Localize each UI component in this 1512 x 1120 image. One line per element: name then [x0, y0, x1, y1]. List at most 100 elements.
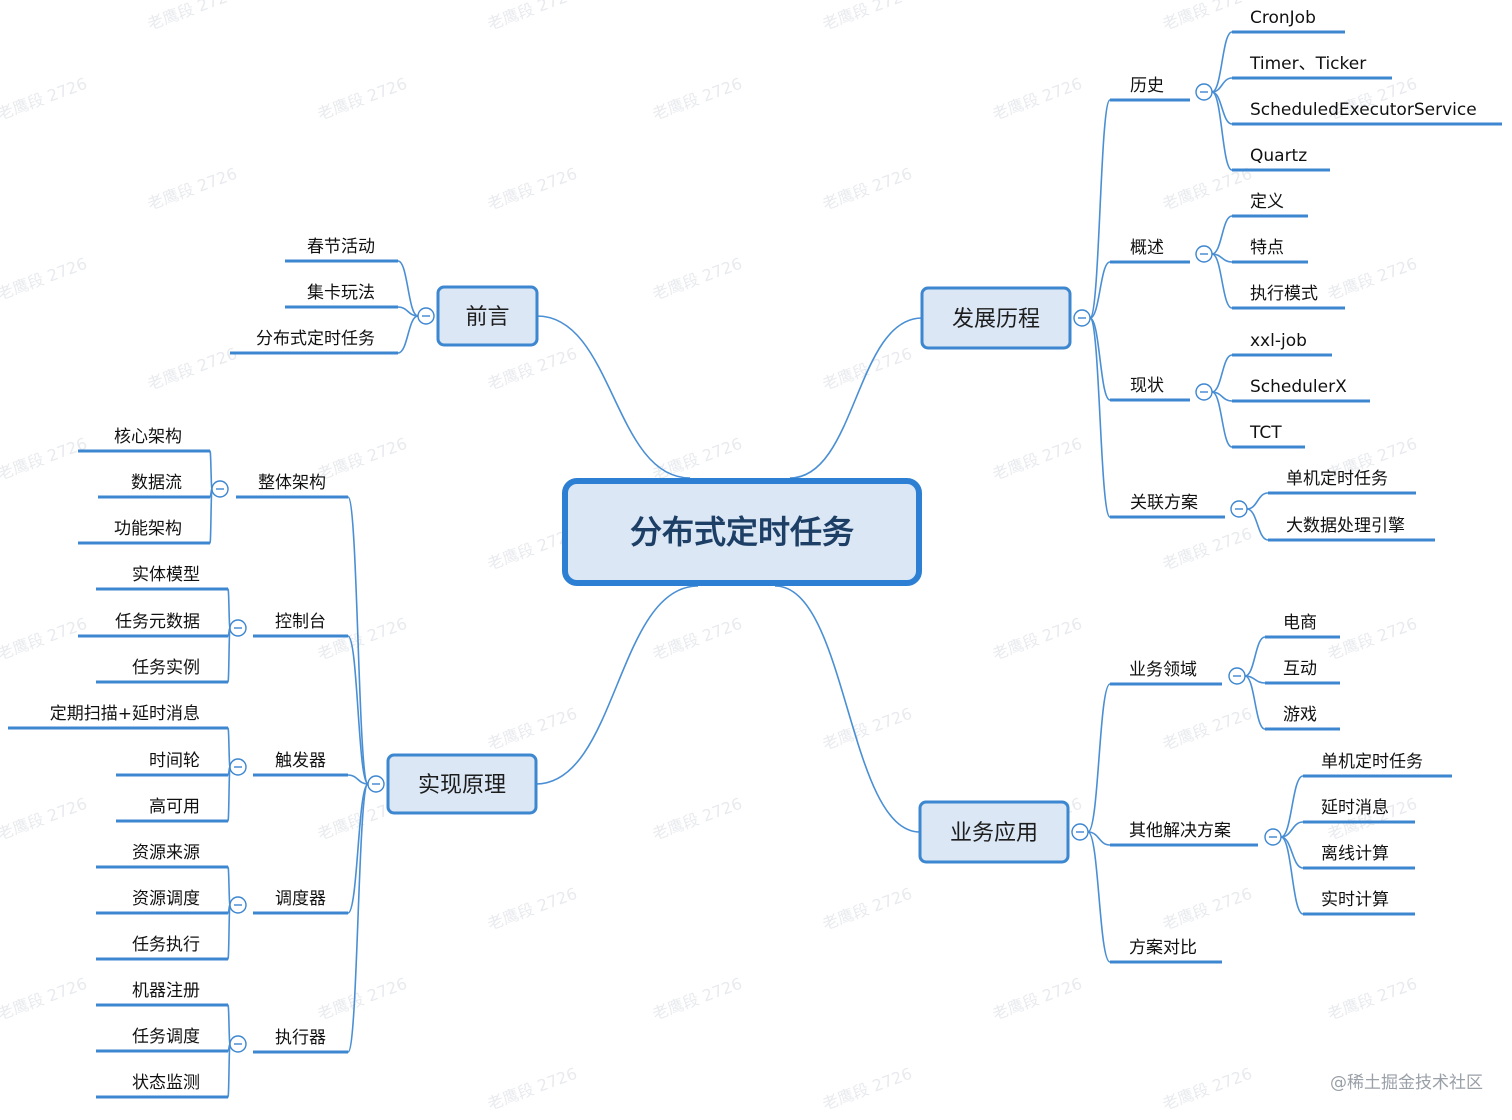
- leaf-node[interactable]: 特点: [1250, 238, 1284, 258]
- leaf-node[interactable]: 高可用: [149, 797, 200, 817]
- subtopic-node[interactable]: 方案对比: [1129, 938, 1197, 958]
- watermark-text: 老鹰段 2726: [650, 614, 745, 664]
- watermark-text: 老鹰段 2726: [315, 614, 410, 664]
- topic-box-business[interactable]: [918, 800, 1070, 864]
- leaf-node[interactable]: CronJob: [1250, 8, 1316, 28]
- leaf-node[interactable]: Timer、Ticker: [1249, 54, 1366, 74]
- edge-business-mid: [1087, 683, 1111, 833]
- leaf-node[interactable]: 分布式定时任务: [256, 329, 375, 349]
- leaf-node[interactable]: 单机定时任务: [1286, 469, 1388, 489]
- leaf-node[interactable]: 游戏: [1283, 705, 1317, 725]
- watermark-text: 老鹰段 2726: [820, 164, 915, 214]
- leaf-node[interactable]: 春节活动: [307, 237, 375, 257]
- edge-leaf: [1280, 836, 1304, 869]
- edge-leaf: [1211, 31, 1233, 93]
- leaf-node[interactable]: 状态监测: [132, 1073, 200, 1093]
- leaf-node[interactable]: 电商: [1283, 613, 1317, 633]
- leaf-node[interactable]: 资源调度: [132, 889, 200, 909]
- subtopic-node[interactable]: 执行器: [275, 1028, 326, 1048]
- edge-leaf: [209, 450, 213, 490]
- edge-leaf: [1211, 354, 1233, 393]
- trunk-preface: [536, 315, 691, 479]
- leaf-node[interactable]: 时间轮: [149, 751, 200, 771]
- leaf-node[interactable]: 核心架构: [114, 427, 182, 447]
- edge-leaf: [1211, 91, 1233, 125]
- subtopic-node[interactable]: 其他解决方案: [1129, 821, 1231, 841]
- edge-leaf: [227, 1004, 231, 1045]
- leaf-node[interactable]: 资源来源: [132, 843, 200, 863]
- edge-principle-mid: [347, 774, 369, 785]
- subtopic-node[interactable]: 业务领域: [1129, 660, 1197, 680]
- watermark-text: 老鹰段 2726: [990, 434, 1085, 484]
- subtopic-node[interactable]: 关联方案: [1130, 493, 1198, 513]
- leaf-node[interactable]: 定期扫描+延时消息: [50, 704, 200, 724]
- topic-label-history: 发展历程: [952, 307, 1040, 332]
- trunk-history: [789, 317, 923, 479]
- subtopic-node[interactable]: 历史: [1130, 76, 1164, 96]
- watermark-text: 老鹰段 2726: [485, 164, 580, 214]
- edge-leaf: [1246, 492, 1269, 510]
- watermark-text: 老鹰段 2726: [0, 434, 90, 484]
- leaf-node[interactable]: 定义: [1250, 192, 1284, 212]
- edge-leaf: [227, 866, 231, 906]
- leaf-node[interactable]: 集卡玩法: [307, 283, 375, 303]
- watermark-text: 老鹰段 2726: [0, 74, 90, 124]
- subtopic-node[interactable]: 现状: [1130, 376, 1164, 396]
- edge-business-mid: [1087, 831, 1111, 963]
- watermark-text: 老鹰段 2726: [650, 254, 745, 304]
- subtopic-node[interactable]: 整体架构: [258, 473, 326, 493]
- watermark-text: 老鹰段 2726: [1325, 614, 1420, 664]
- edge-leaf: [1280, 821, 1304, 838]
- leaf-node[interactable]: 互动: [1283, 659, 1317, 679]
- watermark-text: 老鹰段 2726: [990, 614, 1085, 664]
- watermark-text: 老鹰段 2726: [315, 434, 410, 484]
- leaf-node[interactable]: 实体模型: [132, 565, 200, 585]
- leaf-node[interactable]: 大数据处理引擎: [1286, 516, 1405, 536]
- leaf-node[interactable]: SchedulerX: [1250, 377, 1347, 397]
- edge-leaf: [1246, 508, 1269, 541]
- watermark-text: 老鹰段 2726: [820, 884, 915, 934]
- subtopic-node[interactable]: 概述: [1130, 238, 1164, 258]
- topic-label-business: 业务应用: [950, 821, 1038, 846]
- subtopic-node[interactable]: 控制台: [275, 612, 326, 632]
- leaf-node[interactable]: 单机定时任务: [1321, 752, 1423, 772]
- edge-preface-0: [397, 260, 419, 317]
- topic-label-preface: 前言: [465, 305, 509, 330]
- topic-box-history[interactable]: [920, 286, 1072, 350]
- watermark-text: 老鹰段 2726: [0, 614, 90, 664]
- watermark-text: 老鹰段 2726: [1160, 0, 1255, 34]
- leaf-node[interactable]: TCT: [1249, 423, 1282, 443]
- watermark-text: 老鹰段 2726: [485, 1064, 580, 1114]
- edge-leaf: [1244, 636, 1266, 677]
- leaf-node[interactable]: xxl-job: [1250, 331, 1307, 351]
- topic-label-principle: 实现原理: [418, 773, 506, 798]
- trunk-principle: [535, 585, 699, 785]
- leaf-node[interactable]: ScheduledExecutorService: [1250, 100, 1477, 120]
- edge-principle-mid: [347, 635, 369, 785]
- topic-box-preface[interactable]: [436, 285, 539, 347]
- watermark-text: 老鹰段 2726: [485, 0, 580, 34]
- leaf-node[interactable]: 机器注册: [132, 981, 200, 1001]
- leaf-node[interactable]: 执行模式: [1250, 284, 1318, 304]
- leaf-node[interactable]: 任务执行: [132, 935, 200, 955]
- watermark-text: 老鹰段 2726: [1160, 884, 1255, 934]
- leaf-node[interactable]: 任务元数据: [115, 612, 200, 632]
- subtopic-node[interactable]: 调度器: [275, 889, 326, 909]
- leaf-node[interactable]: 任务调度: [132, 1027, 200, 1047]
- leaf-node[interactable]: 任务实例: [132, 658, 200, 678]
- leaf-node[interactable]: 离线计算: [1321, 844, 1389, 864]
- watermark-text: 老鹰段 2726: [990, 974, 1085, 1024]
- subtopic-node[interactable]: 触发器: [275, 751, 326, 771]
- watermark-text: 老鹰段 2726: [1160, 524, 1255, 574]
- leaf-node[interactable]: 实时计算: [1321, 890, 1389, 910]
- central-topic-box[interactable]: [562, 478, 922, 586]
- leaf-node[interactable]: 延时消息: [1321, 798, 1389, 818]
- topic-box-principle[interactable]: [386, 753, 538, 815]
- leaf-node[interactable]: 数据流: [131, 473, 182, 493]
- leaf-node[interactable]: Quartz: [1250, 146, 1307, 166]
- watermark-text: 老鹰段 2726: [145, 0, 240, 34]
- leaf-node[interactable]: 功能架构: [114, 519, 182, 539]
- edge-leaf: [1211, 215, 1233, 255]
- edge-preface-1: [397, 306, 419, 317]
- edge-principle-mid: [347, 496, 369, 785]
